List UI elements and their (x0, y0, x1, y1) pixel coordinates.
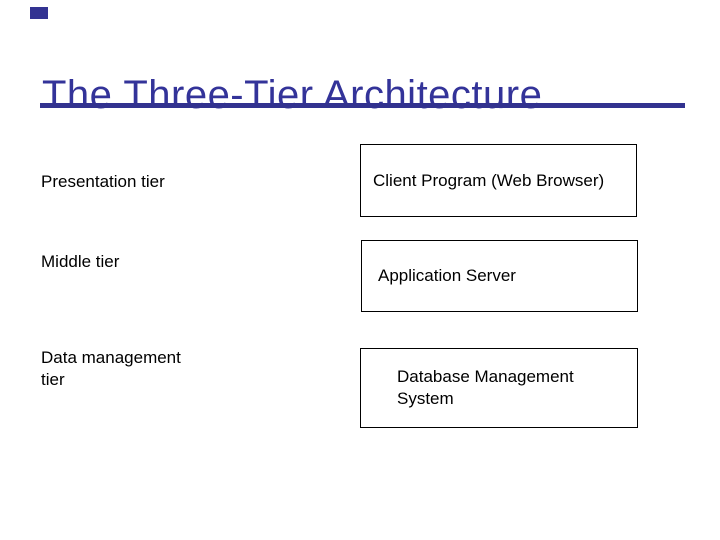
diagram-node-label: Database Management System (397, 367, 574, 408)
tier-label-middle: Middle tier (41, 252, 120, 271)
tier-label-presentation: Presentation tier (41, 172, 165, 191)
diagram-node-database-management-system: Database Management System (360, 348, 638, 428)
diagram-node-client-program: Client Program (Web Browser) (360, 144, 637, 217)
diagram-node-label: Application Server (378, 266, 516, 285)
tier-label-data-management: Data management tier (41, 348, 181, 389)
slide-title: The Three-Tier Architecture (42, 72, 543, 117)
diagram-node-label: Client Program (Web Browser) (373, 170, 605, 190)
corner-accent-bar (30, 7, 48, 19)
title-underline (40, 103, 685, 108)
diagram-node-application-server: Application Server (361, 240, 638, 312)
